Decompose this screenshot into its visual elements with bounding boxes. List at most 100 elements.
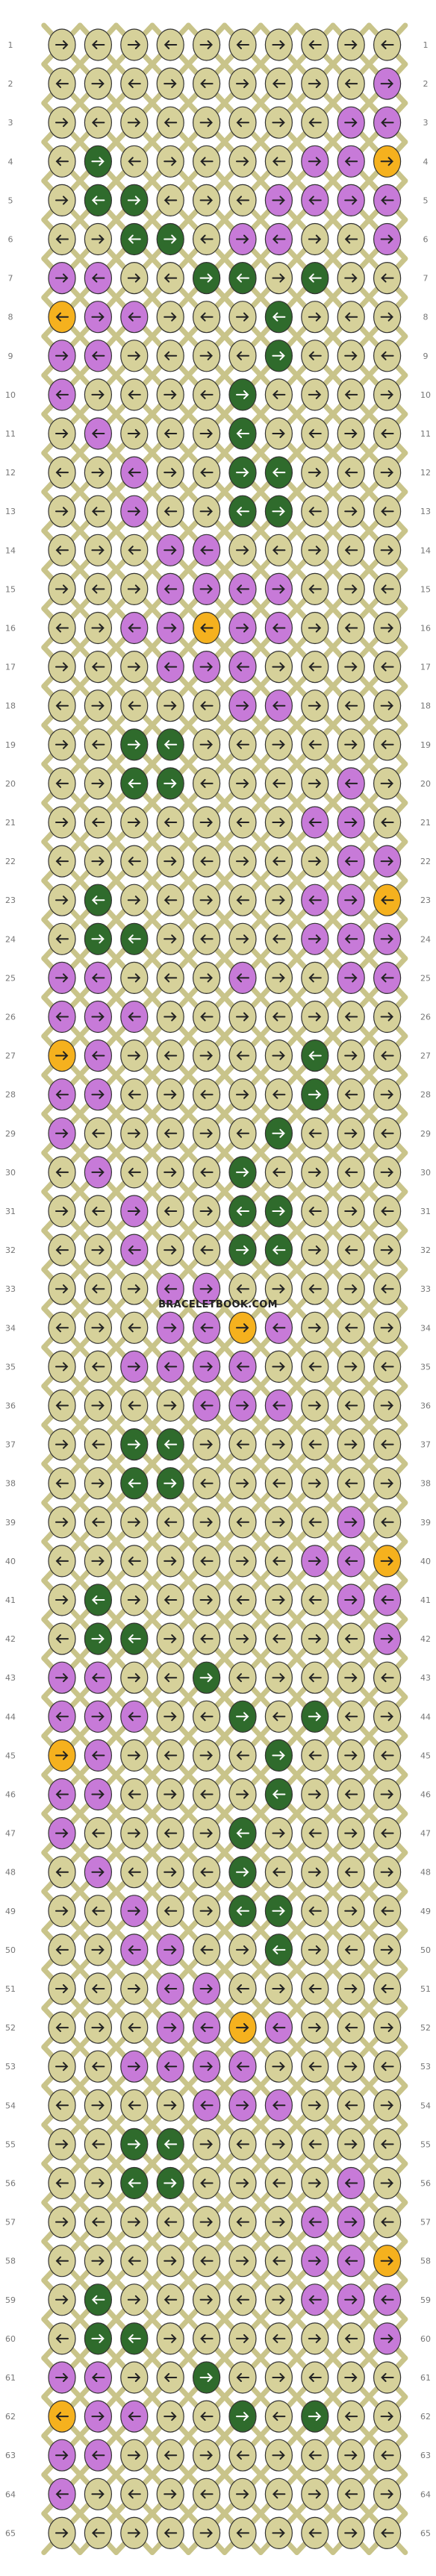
arrow-left-icon bbox=[236, 118, 249, 128]
arrow-left-icon bbox=[91, 1439, 105, 1449]
arrow-right-icon bbox=[55, 507, 69, 516]
row-number-left: 14 bbox=[5, 545, 16, 555]
knot bbox=[193, 2361, 221, 2394]
knot bbox=[120, 1506, 149, 1539]
knot bbox=[301, 650, 329, 684]
arrow-right-icon bbox=[164, 2412, 177, 2422]
knot bbox=[193, 1117, 221, 1150]
knot bbox=[84, 2322, 112, 2355]
knot bbox=[228, 222, 257, 256]
knot bbox=[156, 1039, 184, 1072]
arrow-left-icon bbox=[200, 1323, 214, 1333]
arrow-right-icon bbox=[380, 1789, 394, 1799]
arrow-right-icon bbox=[127, 740, 141, 749]
knot bbox=[84, 1000, 112, 1034]
arrow-left-icon bbox=[381, 2373, 394, 2382]
arrow-right-icon bbox=[308, 934, 322, 944]
knot bbox=[156, 1972, 184, 2005]
arrow-right-icon bbox=[55, 351, 69, 360]
arrow-left-icon bbox=[272, 1167, 286, 1177]
arrow-right-icon bbox=[199, 351, 214, 360]
arrow-right-icon bbox=[91, 857, 105, 866]
knot bbox=[264, 1972, 293, 2005]
knot bbox=[193, 184, 221, 216]
arrow-left-icon bbox=[381, 196, 394, 205]
arrow-left-icon bbox=[272, 468, 286, 478]
knot bbox=[228, 1545, 257, 1578]
knot bbox=[264, 1817, 293, 1850]
arrow-left-icon bbox=[128, 2333, 141, 2343]
knot bbox=[337, 1234, 365, 1266]
knot bbox=[84, 1661, 112, 1694]
arrow-left-icon bbox=[308, 2295, 322, 2304]
knot bbox=[301, 2011, 329, 2044]
knot bbox=[301, 1661, 329, 1694]
knot bbox=[193, 650, 221, 684]
row-number-right: 63 bbox=[420, 2451, 431, 2460]
arrow-left-icon bbox=[200, 934, 214, 944]
arrow-left-icon bbox=[344, 2333, 358, 2343]
knot bbox=[228, 1817, 257, 1850]
arrow-right-icon bbox=[164, 2333, 177, 2343]
knot bbox=[156, 145, 184, 178]
knot bbox=[337, 456, 365, 489]
arrow-left-icon bbox=[308, 1673, 322, 1683]
knot bbox=[337, 28, 365, 61]
arrow-left-icon bbox=[381, 1673, 394, 1683]
knot bbox=[264, 2477, 293, 2510]
arrow-left-icon bbox=[344, 1323, 358, 1333]
arrow-left-icon bbox=[236, 1828, 249, 1838]
arrow-left-icon bbox=[55, 1401, 69, 1410]
arrow-left-icon bbox=[344, 1556, 358, 1566]
knot bbox=[337, 1895, 365, 1928]
row-number-left: 9 bbox=[8, 351, 13, 361]
knot bbox=[264, 28, 293, 61]
arrow-left-icon bbox=[344, 778, 358, 788]
arrow-right-icon bbox=[199, 1595, 214, 1604]
arrow-right-icon bbox=[55, 2217, 69, 2227]
row-number-left: 65 bbox=[5, 2528, 16, 2538]
row-number-right: 29 bbox=[420, 1129, 431, 1139]
knot bbox=[156, 1078, 184, 1111]
arrow-left-icon bbox=[55, 1090, 69, 1099]
arrow-right-icon bbox=[272, 196, 285, 205]
arrow-left-icon bbox=[91, 1284, 105, 1294]
arrow-left-icon bbox=[344, 312, 358, 322]
arrow-right-icon bbox=[199, 1828, 214, 1838]
knot bbox=[301, 2361, 329, 2394]
knot bbox=[48, 1739, 76, 1772]
knot bbox=[156, 1739, 184, 1772]
arrow-left-icon bbox=[344, 2412, 358, 2422]
arrow-right-icon bbox=[127, 351, 141, 360]
arrow-left-icon bbox=[128, 1167, 141, 1177]
arrow-right-icon bbox=[199, 2217, 214, 2227]
knot bbox=[193, 1972, 221, 2005]
knot bbox=[120, 690, 149, 722]
knot bbox=[120, 1584, 149, 1616]
knot bbox=[84, 1156, 112, 1189]
arrow-left-icon bbox=[236, 973, 249, 983]
row-number-right: 24 bbox=[420, 934, 431, 944]
arrow-right-icon bbox=[164, 778, 177, 788]
arrow-right-icon bbox=[308, 1167, 322, 1177]
arrow-right-icon bbox=[308, 1090, 322, 1099]
arrow-right-icon bbox=[164, 1867, 177, 1877]
arrow-left-icon bbox=[128, 545, 141, 555]
knot bbox=[120, 1311, 149, 1344]
knot bbox=[373, 417, 402, 450]
arrow-right-icon bbox=[308, 1945, 322, 1954]
arrow-left-icon bbox=[344, 1167, 358, 1177]
knot bbox=[337, 2439, 365, 2472]
arrow-left-icon bbox=[381, 1284, 394, 1294]
knot bbox=[301, 1895, 329, 1928]
knot bbox=[156, 2322, 184, 2355]
knot bbox=[156, 184, 184, 216]
knot bbox=[264, 1350, 293, 1384]
knot bbox=[337, 650, 365, 684]
arrow-right-icon bbox=[91, 2101, 105, 2110]
knot bbox=[156, 2050, 184, 2083]
arrow-left-icon bbox=[55, 1634, 69, 1644]
arrow-left-icon bbox=[128, 79, 141, 89]
arrow-left-icon bbox=[91, 818, 105, 827]
